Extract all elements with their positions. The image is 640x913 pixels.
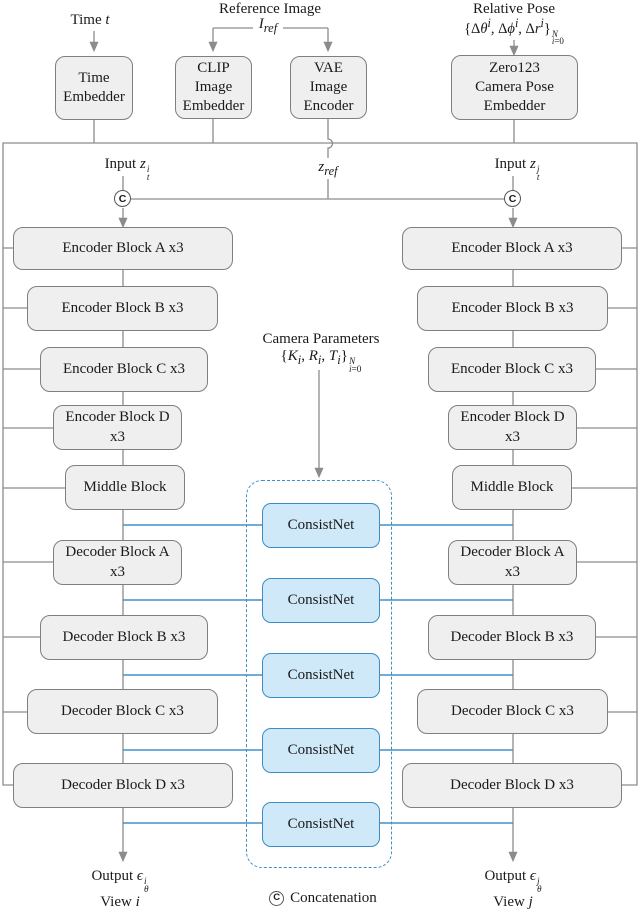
consistnet-block-4: ConsistNet [262,728,380,773]
unet-frame [2,142,638,786]
decoder-block-c-left: Decoder Block C x3 [27,689,218,734]
encoder-block-c-right: Encoder Block C x3 [428,347,596,392]
consistnet-group-box [246,480,392,868]
decoder-block-a-right: Decoder Block A x3 [448,540,577,585]
decoder-block-b-right: Decoder Block B x3 [428,615,596,660]
view-i-label: View i [100,894,140,910]
relative-pose-label: Relative Pose [472,1,556,17]
concat-legend: C Concatenation [238,889,408,907]
iref-label: Iref [258,16,278,35]
middle-block-right: Middle Block [452,465,572,510]
decoder-block-d-left: Decoder Block D x3 [13,763,233,808]
vae-image-encoder-box: VAE Image Encoder [290,56,367,119]
skip-connections-left [3,247,65,713]
decoder-block-a-left: Decoder Block A x3 [53,540,182,585]
consistnet-block-2: ConsistNet [262,578,380,623]
middle-block-left: Middle Block [65,465,185,510]
zero123-pose-embedder-box: Zero123 Camera Pose Embedder [451,55,578,120]
encoder-block-a-left: Encoder Block A x3 [13,227,233,270]
concat-legend-icon: C [269,890,285,906]
encoder-block-a-right: Encoder Block A x3 [402,227,622,270]
camera-parameters-label: Camera Parameters [262,331,380,347]
encoder-block-d-right: Encoder Block D x3 [448,405,577,450]
decoder-block-c-right: Decoder Block C x3 [417,689,608,734]
concat-symbol-i: C [114,190,131,207]
zref-label: zref [300,158,356,179]
reference-image-label: Reference Image [218,1,321,17]
decoder-block-b-left: Decoder Block B x3 [40,615,208,660]
consistnet-block-5: ConsistNet [262,802,380,847]
time-input-label: Time t [70,12,110,28]
encoder-block-d-left: Encoder Block D x3 [53,405,182,450]
view-j-label: View j [493,894,533,910]
clip-image-embedder-box: CLIP Image Embedder [175,56,252,119]
decoder-block-d-right: Decoder Block D x3 [402,763,622,808]
encoder-block-b-right: Encoder Block B x3 [417,286,608,331]
time-embedder-box: Time Embedder [55,56,133,120]
concat-legend-text: Concatenation [290,890,377,906]
consistnet-block-3: ConsistNet [262,653,380,698]
encoder-block-c-left: Encoder Block C x3 [40,347,208,392]
skip-connections-right [572,247,637,713]
encoder-block-b-left: Encoder Block B x3 [27,286,218,331]
consistnet-block-1: ConsistNet [262,503,380,548]
concat-symbol-j: C [504,190,521,207]
